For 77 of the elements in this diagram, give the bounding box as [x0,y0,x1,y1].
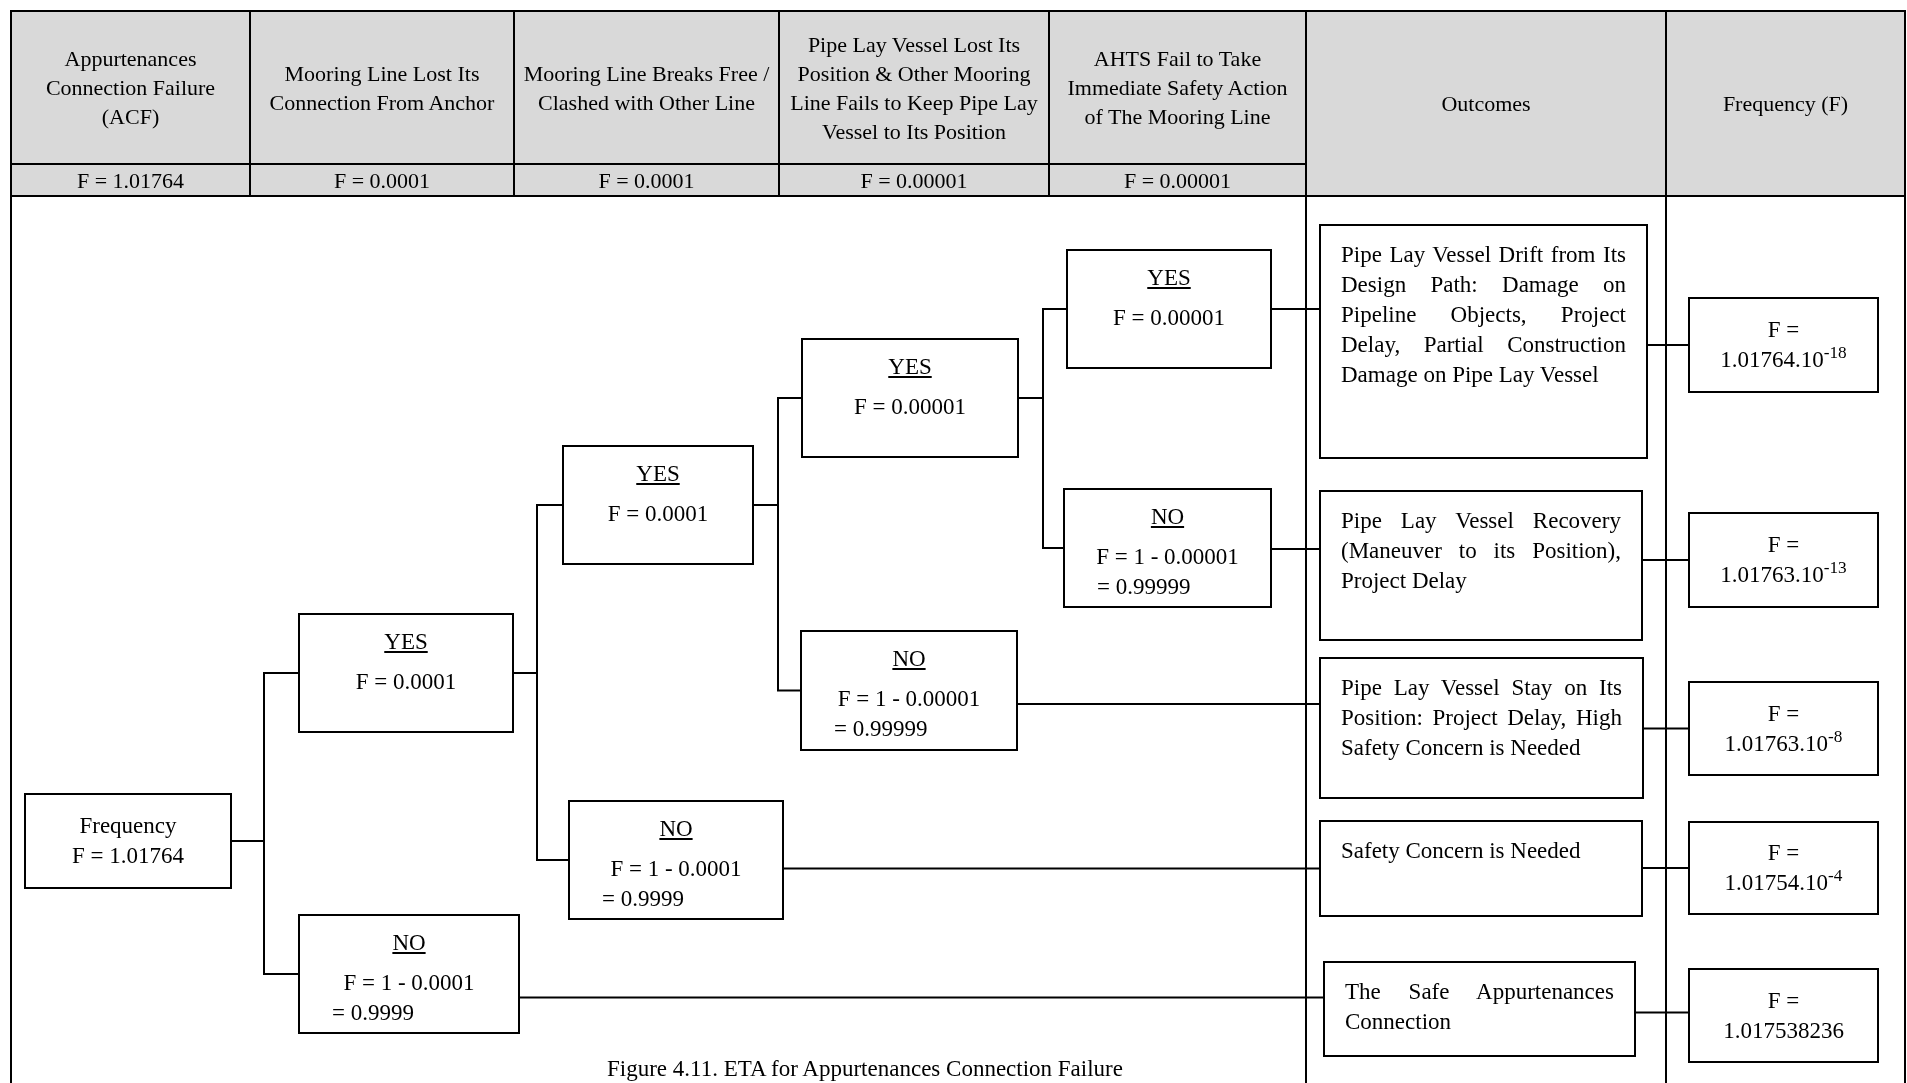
connector-line [753,504,801,692]
probability-text: F = 1 - 0.0001 [343,969,475,997]
branch-answer: YES [636,460,680,488]
connector-line [783,867,1320,870]
table-header-cell: Pipe Lay Vessel Lost Its Position & Other Mooring Line Fails to Keep Pipe Lay Vessel to Its Position [778,10,1050,165]
table-header-cell: Appurtenances Connection Failure (ACF) [10,10,251,165]
probability-text: F = 0.00001 [1113,304,1225,332]
connector-line [519,996,1324,999]
branch-answer: NO [659,815,693,843]
probability-text: F = 0.0001 [355,668,457,696]
frequency-result-box [1688,512,1879,608]
probability-text: F = 1 - 0.00001 [837,685,981,713]
outcome-text: Pipe Lay Vessel Recovery (Maneuver to its Position), Project Delay [1341,507,1621,595]
connector-line [1271,308,1320,310]
figure-caption: Figure 4.11. ETA for Appurtenances Connection Failure [606,1055,1124,1083]
frequency-value: F = 1.01763.10$^{-8}$ [1723,699,1844,758]
outcome-box [1319,657,1644,799]
outcome-text: Pipe Lay Vessel Drift from Its Design Path: Damage on Pipeline Objects, Project Delay, Partial Construction Damage on Pipe Lay Vessel [1341,241,1626,389]
outcome-text: Pipe Lay Vessel Stay on Its Position: Project Delay, High Safety Concern is Needed [1341,674,1622,762]
outcome-text: The Safe Appurtenances Connection [1345,978,1614,1036]
branch-box [298,613,514,733]
connector-line [1018,397,1064,549]
branch-box [568,800,784,920]
branch-box [1063,488,1272,608]
frequency-value: F = 1.017538236 [1722,986,1845,1045]
branch-box [1066,249,1272,369]
branch-box [801,338,1019,458]
branch-box [562,445,754,565]
probability-text: = 0.9999 [331,999,414,1027]
frequency-value: F = 1.01764.10$^{-18}$ [1719,316,1848,374]
table-header-cell: Mooring Line Breaks Free / Clashed with Other Line [513,10,780,165]
frequency-value: F = 1.01754.10$^{-4}$ [1723,839,1844,897]
frequency-box [24,793,232,889]
outcome-box [1319,820,1643,917]
frequency-value: F = 1.01764 [72,842,184,870]
connector-line [1642,559,1689,561]
probability-text: = 0.99999 [833,715,928,743]
branch-answer: YES [384,628,428,656]
outcome-box [1323,961,1636,1057]
branch-answer: NO [1150,503,1185,531]
connector-line [1643,727,1689,730]
frequency-result-box [1688,821,1879,915]
branch-answer: NO [892,645,926,673]
connector-line [231,840,299,975]
table-cell: F = 0.0001 [513,163,780,197]
frequency-result-box [1688,297,1879,393]
connector-line [1647,344,1689,346]
frequency-title: Frequency [79,812,177,840]
table-cell: F = 1.01764 [10,163,251,197]
table-cell: F = 0.00001 [778,163,1050,197]
branch-answer: YES [1147,264,1191,292]
branch-box [298,914,520,1034]
branch-answer: YES [888,353,932,381]
outcome-text: Safety Concern is Needed [1341,837,1582,865]
outcome-box [1319,224,1648,459]
table-cell: F = 0.00001 [1048,163,1307,197]
probability-text: = 0.9999 [601,885,684,913]
branch-box [800,630,1018,751]
outcome-box [1319,490,1643,641]
table-cell: F = 0.0001 [249,163,515,197]
probability-text: F = 1 - 0.0001 [610,855,742,883]
table-header-cell: Mooring Line Lost Its Connection From Anchor [249,10,515,165]
branch-answer: NO [392,929,426,957]
connector-line [1642,867,1689,869]
connector-line [1017,703,1320,705]
connector-line [1271,548,1320,550]
frequency-result-box [1688,681,1879,776]
probability-text: F = 0.0001 [607,500,709,528]
table-header-cell: Frequency (F) [1665,10,1906,197]
table-header-cell: AHTS Fail to Take Immediate Safety Action of The Mooring Line [1048,10,1307,165]
probability-text: = 0.99999 [1096,573,1191,601]
frequency-value: F = 1.01763.10$^{-13}$ [1719,531,1848,589]
frequency-result-box [1688,968,1879,1063]
connector-line [1635,1011,1689,1014]
table-header-cell: Outcomes [1305,10,1667,197]
probability-text: F = 1 - 0.00001 [1096,543,1239,571]
probability-text: F = 0.00001 [854,393,966,421]
